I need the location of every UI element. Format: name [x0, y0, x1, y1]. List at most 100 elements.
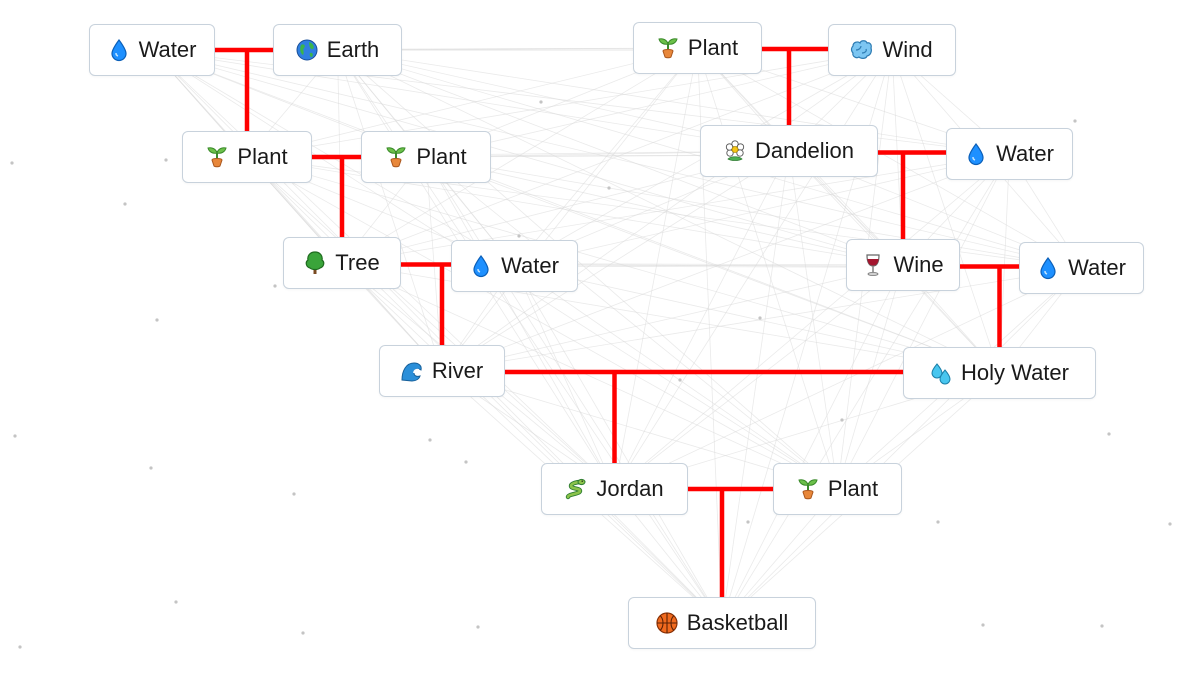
element-node-plant2[interactable]: Plant — [182, 131, 312, 183]
basketball-icon — [656, 611, 678, 635]
element-node-water4[interactable]: Water — [1019, 242, 1144, 294]
background-connection — [697, 47, 838, 490]
element-node-holywater[interactable]: Holy Water — [903, 347, 1096, 399]
background-connection — [614, 150, 790, 490]
element-label: Tree — [335, 250, 380, 275]
background-dot — [292, 492, 296, 496]
background-dot — [936, 520, 940, 524]
seedling-icon — [657, 36, 679, 60]
combination-connectors — [215, 46, 1019, 597]
element-node-wine[interactable]: Wine — [846, 239, 960, 291]
background-connection — [337, 49, 1010, 155]
element-node-tree[interactable]: Tree — [283, 237, 401, 289]
background-dot — [476, 625, 480, 629]
background-dot — [18, 645, 22, 649]
background-dot — [10, 161, 14, 165]
element-node-jordan[interactable]: Jordan — [541, 463, 688, 515]
element-node-earth[interactable]: Earth — [273, 24, 402, 76]
background-connection — [337, 49, 838, 490]
background-connection — [425, 156, 1082, 269]
background-dot — [607, 186, 611, 190]
background-dot — [746, 520, 750, 524]
background-dot — [1100, 624, 1104, 628]
background-connection — [514, 47, 698, 267]
background-dot — [758, 316, 762, 320]
background-connection — [425, 156, 838, 490]
background-connection — [514, 265, 615, 490]
background-connection — [337, 49, 904, 266]
background-connection — [341, 49, 893, 264]
tree-icon — [304, 251, 326, 275]
background-connection — [614, 267, 1082, 490]
background-connection — [341, 262, 723, 624]
background-dot — [1168, 522, 1172, 526]
background-connection — [246, 47, 698, 158]
background-connection — [721, 267, 1082, 624]
background-connection — [721, 150, 790, 624]
element-label: Water — [138, 37, 197, 62]
element-node-basketball[interactable]: Basketball — [628, 597, 816, 649]
element-label: Plant — [687, 35, 739, 60]
background-connection — [837, 153, 1010, 490]
element-node-water1[interactable]: Water — [89, 24, 215, 76]
background-connection — [246, 156, 615, 490]
background-connection — [425, 49, 893, 158]
background-dot — [164, 158, 168, 162]
holy-water-icon — [930, 361, 952, 385]
background-dots — [10, 100, 1172, 649]
seedling-icon — [797, 477, 819, 501]
background-connection — [441, 267, 1082, 372]
element-node-plant4[interactable]: Plant — [773, 463, 902, 515]
background-connection — [441, 47, 698, 372]
background-connection — [614, 49, 893, 490]
element-node-water2[interactable]: Water — [946, 128, 1073, 180]
element-node-dandelion[interactable]: Dandelion — [700, 125, 878, 177]
background-connection — [246, 49, 893, 158]
background-connection — [721, 153, 1010, 624]
element-node-wind[interactable]: Wind — [828, 24, 956, 76]
background-dot — [123, 202, 127, 206]
background-connection — [614, 264, 904, 490]
droplet-icon — [470, 254, 492, 278]
element-label: Water — [1068, 255, 1126, 280]
background-connection — [425, 156, 904, 266]
background-dot — [428, 438, 432, 442]
element-label: Dandelion — [754, 138, 855, 163]
element-label: Water — [501, 253, 559, 278]
element-node-water3[interactable]: Water — [451, 240, 578, 292]
background-connection — [246, 156, 838, 490]
background-dot — [840, 418, 844, 422]
element-label: Jordan — [596, 476, 664, 501]
element-label: Water — [996, 141, 1054, 166]
element-label: Plant — [827, 476, 879, 501]
background-connection — [425, 156, 615, 490]
background-connection — [614, 47, 698, 490]
background-connection — [425, 156, 1000, 374]
element-node-plant1[interactable]: Plant — [633, 22, 762, 74]
globe-icon — [296, 38, 318, 62]
element-node-river[interactable]: River — [379, 345, 505, 397]
wine-glass-icon — [862, 253, 884, 277]
wave-icon — [401, 359, 423, 383]
background-connection — [341, 262, 838, 490]
background-connection — [721, 264, 904, 624]
element-label: Wind — [882, 37, 933, 62]
element-label: Plant — [416, 144, 467, 169]
element-label: Holy Water — [961, 360, 1069, 385]
seedling-icon — [385, 145, 407, 169]
background-dot — [1107, 432, 1111, 436]
droplet-icon — [108, 38, 130, 62]
background-dot — [464, 460, 468, 464]
element-node-plant3[interactable]: Plant — [361, 131, 491, 183]
background-dot — [13, 434, 17, 438]
element-label: Earth — [326, 37, 380, 62]
background-connection — [441, 150, 790, 372]
background-connection — [246, 156, 904, 266]
element-label: Basketball — [686, 610, 789, 635]
background-dot — [1073, 119, 1077, 123]
background-connection — [837, 264, 904, 490]
background-connection — [514, 153, 1010, 267]
background-connection — [514, 265, 838, 490]
background-dot — [301, 631, 305, 635]
